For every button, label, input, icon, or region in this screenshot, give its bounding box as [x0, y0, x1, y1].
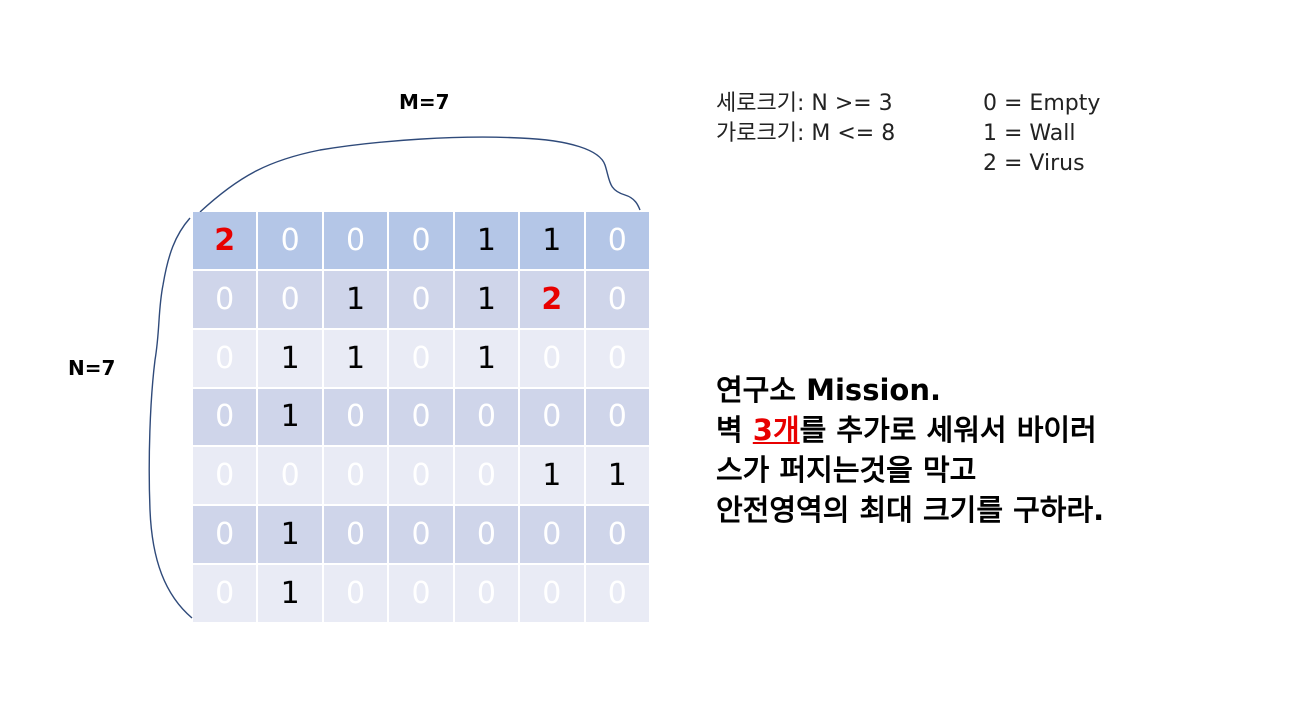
grid-cell: 1: [258, 388, 322, 446]
grid-cell: 0: [389, 506, 453, 564]
grid-cell: 0: [520, 506, 584, 564]
grid-cell: 0: [585, 270, 649, 328]
row-constraint: 세로크기: N >= 3: [716, 91, 893, 116]
legend-empty: 0 = Empty: [983, 91, 1101, 116]
mission-line-4: 안전영역의 최대 크기를 구하라.: [716, 493, 1105, 527]
grid-cell: 0: [323, 447, 388, 505]
grid-cell: 0: [585, 388, 649, 446]
grid-cell: 1: [323, 329, 388, 387]
row-span-brace: [148, 217, 193, 619]
grid-cell: 1: [323, 270, 388, 328]
grid-cell: 0: [454, 506, 519, 564]
mission-title: 연구소 Mission.: [716, 373, 941, 407]
wall-count-highlight: 3개: [752, 413, 800, 447]
grid-cell: 0: [193, 506, 257, 564]
grid-cell: 0: [389, 565, 453, 622]
grid-cell: 1: [454, 270, 519, 328]
column-constraint: 가로크기: M <= 8: [716, 121, 896, 146]
grid-cell: 0: [454, 565, 519, 622]
grid-cell: 0: [520, 329, 584, 387]
grid-cell: 2: [520, 270, 584, 328]
grid-cell: 0: [193, 565, 257, 622]
grid-cell: 0: [389, 329, 453, 387]
grid-cell: 1: [258, 506, 322, 564]
size-constraints: 세로크기: N >= 3 가로크기: M <= 8: [716, 89, 895, 149]
grid-cell: 1: [585, 447, 649, 505]
mission-line-2-suffix: 를 추가로 세워서 바이러: [799, 413, 1097, 447]
mission-text: 연구소 Mission. 벽 3개를 추가로 세워서 바이러 스가 퍼지는것을 …: [716, 370, 1104, 530]
grid-cell: 0: [258, 270, 322, 328]
grid-cell: 1: [520, 447, 584, 505]
grid-cell: 0: [520, 565, 584, 622]
grid-cell: 0: [520, 388, 584, 446]
grid-cell: 1: [454, 329, 519, 387]
grid-cell: 2: [193, 212, 257, 269]
grid-cell: 0: [323, 506, 388, 564]
grid-cell: 0: [585, 506, 649, 564]
grid-cell: 0: [193, 329, 257, 387]
column-span-brace: [199, 136, 641, 213]
mission-line-3: 스가 퍼지는것을 막고: [716, 453, 977, 487]
grid-cell: 0: [389, 212, 453, 269]
cell-legend: 0 = Empty 1 = Wall 2 = Virus: [983, 89, 1100, 179]
row-count-label: N=7: [68, 356, 116, 380]
grid-cell: 1: [258, 329, 322, 387]
grid-cell: 0: [454, 388, 519, 446]
grid-cell: 0: [193, 447, 257, 505]
grid-cell: 0: [389, 447, 453, 505]
grid-cell: 0: [323, 212, 388, 269]
legend-wall: 1 = Wall: [983, 121, 1076, 146]
grid-cell: 0: [323, 565, 388, 622]
grid-cell: 0: [258, 447, 322, 505]
column-count-label: M=7: [399, 90, 450, 114]
grid-cell: 0: [454, 447, 519, 505]
grid-cell: 0: [585, 565, 649, 622]
grid-cell: 0: [193, 388, 257, 446]
grid-cell: 0: [389, 270, 453, 328]
grid-cell: 1: [520, 212, 584, 269]
legend-virus: 2 = Virus: [983, 151, 1085, 176]
grid-cell: 0: [258, 212, 322, 269]
grid-cell: 0: [585, 329, 649, 387]
mission-line-2-prefix: 벽: [716, 413, 753, 447]
grid-cell: 1: [454, 212, 519, 269]
mission-line-2: 벽 3개를 추가로 세워서 바이러: [716, 410, 1104, 450]
grid-cell: 0: [389, 388, 453, 446]
grid-cell: 1: [258, 565, 322, 622]
grid-cell: 0: [193, 270, 257, 328]
grid-cell: 0: [323, 388, 388, 446]
grid-cell: 0: [585, 212, 649, 269]
